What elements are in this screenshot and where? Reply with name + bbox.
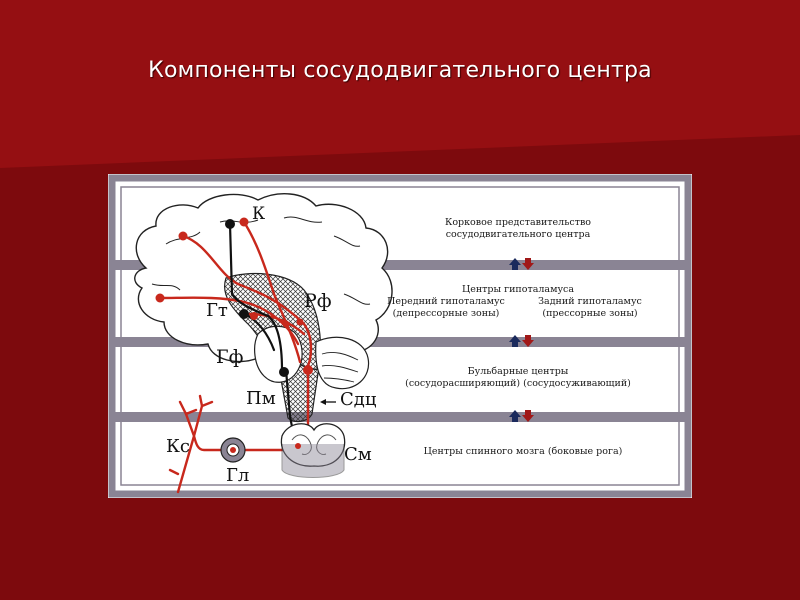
- label-sm: См: [344, 444, 372, 465]
- label-rf: Рф: [304, 290, 332, 312]
- level-hypothalamus-desc: Центры гипоталамуса Передний гипоталамус…: [387, 284, 642, 319]
- label-gl: Гл: [226, 465, 250, 486]
- level-cortex-desc: Корковое представительство сосудодвигате…: [444, 217, 592, 240]
- label-pm: Пм: [246, 388, 276, 409]
- neuron-nodes: [155, 217, 313, 377]
- vasomotor-center-diagram: К Рф Гт Гф Пм Сдц Кс См Гл Корковое пред…: [108, 174, 692, 498]
- level-bulbar-desc: Бульбарные центры (сосудорасширяющий) (с…: [405, 366, 631, 389]
- level-arrows-3: [509, 410, 534, 422]
- spinal-cord: [280, 423, 346, 478]
- slide-title: Компоненты сосудодвигательного центра: [148, 58, 652, 83]
- label-ks: Кс: [166, 436, 191, 457]
- label-sdc: Сдц: [340, 389, 377, 410]
- level-arrows-1: [509, 258, 534, 270]
- cerebellum: [315, 336, 370, 390]
- label-k: К: [252, 204, 266, 224]
- level-band-1: [112, 260, 688, 270]
- level-arrows-2: [509, 335, 534, 347]
- label-gf: Гф: [216, 346, 244, 368]
- ganglion: [220, 437, 246, 463]
- level-band-3: [112, 412, 688, 422]
- level-spinal-desc: Центры спинного мозга (боковые рога): [423, 446, 623, 457]
- label-gt: Гт: [206, 300, 228, 321]
- level-band-2: [112, 337, 688, 347]
- diagram-frame: [108, 174, 692, 498]
